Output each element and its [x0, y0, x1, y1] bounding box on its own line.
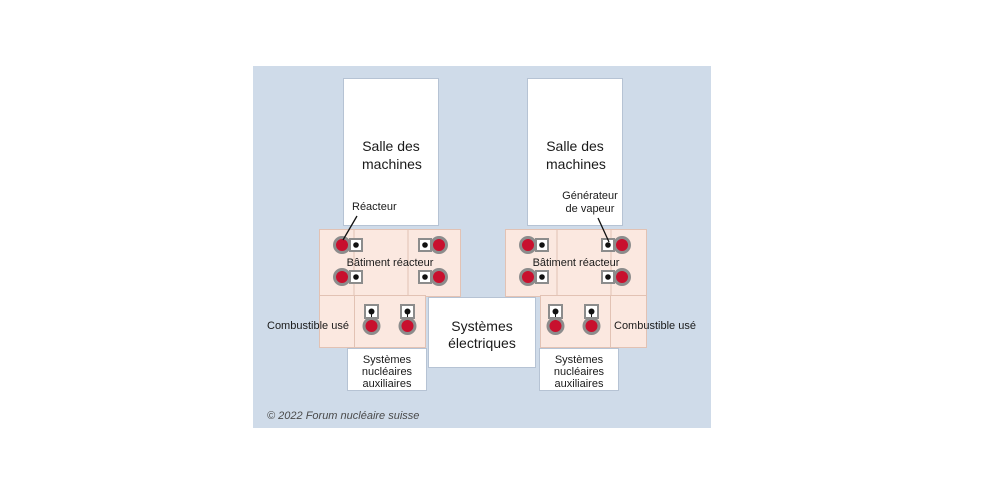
electrical-systems-box: Systèmes électriques: [428, 297, 536, 368]
turbine-hall-right: Salle des machines: [527, 78, 623, 226]
aux-systems-right-label: Systèmes nucléaires auxiliaires: [540, 354, 618, 390]
aux-systems-right-box: Systèmes nucléaires auxiliaires: [539, 348, 619, 391]
reactor-symbols-layer: [333, 215, 631, 335]
diagram-panel: Salle des machines Salle des machines Sy…: [253, 66, 711, 428]
reactor-unit-left-tr: [418, 236, 448, 254]
steam-generator-line-1: Générateur: [562, 190, 618, 202]
aux-reactor-left-2: [398, 304, 417, 335]
spent-fuel-left-cell: [319, 295, 356, 348]
electrical-line-2: électriques: [448, 335, 516, 351]
aux-systems-left-label: Systèmes nucléaires auxiliaires: [348, 354, 426, 390]
aux-left-line-3: auxiliaires: [362, 378, 412, 390]
electrical-line-1: Systèmes: [451, 318, 513, 334]
steam-generator-line-2: de vapeur: [565, 203, 615, 215]
reactor-callout-line: [342, 215, 358, 241]
reactor-building-right-label: Bâtiment réacteur: [532, 257, 620, 269]
reactor-unit-left-bl: [333, 268, 363, 286]
aux-systems-left-box: Systèmes nucléaires auxiliaires: [347, 348, 427, 391]
aux-left-line-1: Systèmes: [362, 354, 412, 366]
aux-reactor-right-1: [546, 304, 565, 335]
reactor-unit-left-tl: [333, 236, 363, 254]
aux-right-line-1: Systèmes: [554, 354, 604, 366]
turbine-hall-left-label: Salle des machines: [362, 138, 422, 172]
turbine-hall-left: Salle des machines: [343, 78, 439, 226]
spent-fuel-left-label: Combustible usé: [267, 320, 349, 332]
aux-left-line-2: nucléaires: [361, 366, 413, 378]
turbine-hall-right-label: Salle des machines: [546, 138, 606, 172]
aux-reactor-left-1: [362, 304, 381, 335]
spent-fuel-right-label: Combustible usé: [614, 320, 696, 332]
aux-right-line-3: auxiliaires: [554, 378, 604, 390]
reactor-unit-left-br: [418, 268, 448, 286]
reactor-unit-right-tr: [601, 236, 631, 254]
reactor-unit-right-bl: [519, 268, 549, 286]
steam-generator-callout-line: [597, 217, 610, 243]
electrical-systems-label: Systèmes électriques: [429, 318, 535, 352]
reactor-unit-right-tl: [519, 236, 549, 254]
aux-reactor-right-2: [582, 304, 601, 335]
reactor-unit-right-br: [601, 268, 631, 286]
steam-generator-callout: Générateur de vapeur: [555, 190, 625, 216]
copyright-note: © 2022 Forum nucléaire suisse: [267, 410, 420, 422]
spent-fuel-right-cell: [610, 295, 647, 348]
aux-right-line-2: nucléaires: [553, 366, 605, 378]
reactor-callout: Réacteur: [352, 201, 397, 213]
reactor-building-left-label: Bâtiment réacteur: [346, 257, 434, 269]
